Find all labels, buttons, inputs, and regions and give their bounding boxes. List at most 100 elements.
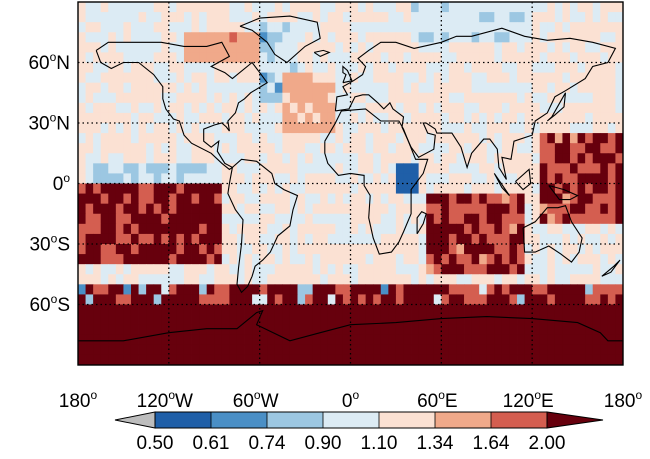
field-cell	[168, 52, 177, 63]
field-cell	[342, 294, 351, 305]
field-cell	[365, 294, 374, 305]
field-cell	[615, 2, 623, 13]
field-cell	[607, 354, 616, 365]
field-cell	[176, 304, 185, 315]
field-cell	[342, 2, 351, 13]
field-cell	[388, 254, 397, 265]
field-cell	[176, 22, 185, 33]
field-cell	[123, 183, 132, 194]
field-cell	[289, 344, 298, 356]
field-cell	[592, 193, 601, 205]
field-cell	[358, 123, 367, 134]
coastline	[522, 205, 583, 263]
field-cell	[607, 244, 616, 255]
field-cell	[229, 354, 238, 365]
field-cell	[456, 274, 465, 285]
field-cell	[539, 92, 548, 104]
field-cell	[479, 324, 488, 336]
field-cell	[600, 123, 609, 134]
field-cell	[547, 344, 556, 356]
field-cell	[395, 334, 404, 346]
field-cell	[199, 354, 208, 365]
field-cell	[312, 254, 321, 265]
field-cell	[365, 213, 374, 225]
field-cell	[259, 123, 268, 134]
field-cell	[365, 153, 374, 164]
field-cell	[570, 102, 578, 114]
field-cell	[411, 112, 420, 124]
field-cell	[494, 2, 503, 13]
colorbar-segment	[491, 412, 548, 428]
field-cell	[486, 32, 495, 43]
field-cell	[221, 72, 230, 84]
field-cell	[479, 2, 488, 13]
field-cell	[464, 143, 473, 154]
field-cell	[547, 274, 556, 285]
field-cell	[524, 334, 533, 346]
field-cell	[615, 22, 623, 33]
field-cell	[244, 32, 253, 43]
field-cell	[426, 334, 435, 346]
field-cell	[554, 153, 563, 164]
field-cell	[153, 354, 162, 365]
field-cell	[267, 153, 276, 164]
field-cell	[259, 233, 268, 245]
field-cell	[373, 12, 382, 23]
field-cell	[183, 354, 192, 365]
field-cell	[305, 233, 314, 245]
field-cell	[607, 163, 616, 174]
field-cell	[297, 92, 306, 104]
field-cell	[517, 72, 525, 84]
field-cell	[517, 92, 525, 104]
field-cell	[448, 223, 457, 235]
field-cell	[327, 22, 336, 33]
field-cell	[577, 264, 586, 275]
field-cell	[456, 244, 465, 255]
field-cell	[562, 233, 571, 245]
field-cell	[600, 112, 609, 124]
field-cell	[388, 264, 397, 275]
field-cell	[236, 213, 245, 225]
field-cell	[183, 344, 192, 356]
field-cell	[494, 163, 503, 174]
field-cell	[501, 92, 510, 104]
field-cell	[93, 344, 102, 356]
field-cell	[153, 82, 162, 94]
field-cell	[524, 324, 533, 336]
field-cell	[441, 244, 450, 255]
field-cell	[358, 314, 367, 326]
field-cell	[501, 244, 510, 255]
field-cell	[426, 102, 435, 114]
field-cell	[191, 334, 200, 346]
field-cell	[320, 183, 329, 194]
field-cell	[524, 82, 533, 94]
field-cell	[600, 284, 609, 295]
field-cell	[130, 213, 139, 225]
field-cell	[274, 233, 283, 245]
field-cell	[335, 284, 344, 295]
field-cell	[267, 163, 276, 174]
field-cell	[433, 213, 442, 225]
field-cell	[153, 153, 162, 164]
field-cell	[501, 32, 510, 43]
field-cell	[146, 2, 155, 13]
field-cell	[441, 123, 450, 134]
field-cell	[570, 183, 578, 194]
field-cell	[305, 264, 314, 275]
field-cell	[130, 22, 139, 33]
field-cell	[305, 143, 314, 154]
colorbar-over-triangle	[546, 411, 604, 429]
field-cell	[403, 274, 412, 285]
field-cell	[418, 42, 427, 53]
field-cell	[138, 22, 147, 33]
field-cell	[168, 294, 177, 305]
field-cell	[115, 254, 124, 265]
field-cell	[433, 203, 442, 215]
field-cell	[221, 52, 230, 63]
field-cell	[130, 153, 139, 164]
field-cell	[585, 82, 594, 94]
field-cell	[130, 203, 139, 215]
field-cell	[426, 12, 435, 23]
field-cell	[547, 133, 556, 144]
field-cell	[479, 254, 488, 265]
